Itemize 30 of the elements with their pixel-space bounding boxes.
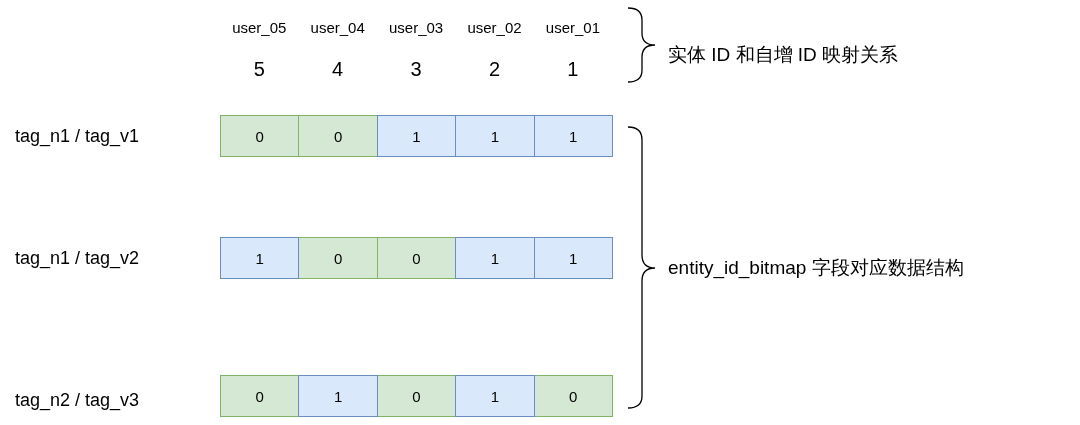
bit-cell: 1 (533, 237, 613, 279)
bit-cell: 0 (376, 237, 457, 279)
column-header: user_01 (545, 18, 600, 36)
bit-cell: 0 (298, 237, 378, 279)
bit-cell: 1 (376, 115, 457, 157)
bit-cell: 1 (533, 115, 613, 157)
id-number: 4 (332, 57, 344, 81)
column-header: user_03 (389, 18, 444, 36)
bit-cell: 0 (220, 375, 300, 417)
brace-annotation: entity_id_bitmap 字段对应数据结构 (668, 256, 964, 281)
brace-annotation: 实体 ID 和自增 ID 映射关系 (668, 43, 899, 67)
id-number: 3 (410, 57, 422, 81)
id-number: 1 (567, 57, 579, 81)
bit-cell: 0 (376, 375, 457, 417)
bit-cell: 1 (298, 375, 378, 417)
id-number: 5 (253, 57, 265, 81)
bit-cell: 0 (220, 115, 300, 157)
bit-cell: 1 (455, 115, 535, 157)
column-header: user_02 (467, 18, 522, 36)
bit-cell: 1 (220, 237, 300, 279)
bit-cell: 0 (298, 115, 378, 157)
id-number: 2 (488, 57, 500, 81)
bit-cell: 0 (533, 375, 613, 417)
bit-cell: 1 (455, 375, 535, 417)
row-label: tag_n2 / tag_v3 (15, 389, 140, 411)
bit-cell: 1 (455, 237, 535, 279)
column-header: user_05 (232, 18, 287, 36)
row-label: tag_n1 / tag_v1 (15, 125, 140, 147)
row-label: tag_n1 / tag_v2 (15, 247, 140, 269)
column-header: user_04 (310, 18, 365, 36)
